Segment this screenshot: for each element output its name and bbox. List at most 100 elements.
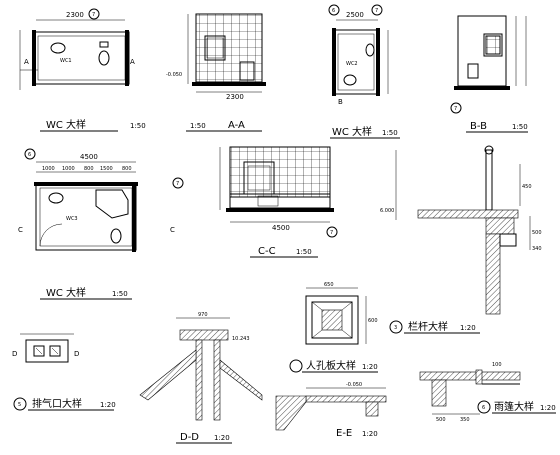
wc2-room-label: WC2: [346, 61, 358, 67]
wc3-scale: 1:50: [112, 290, 128, 298]
rail-wall: [485, 233, 501, 315]
dd-level: 10.243: [232, 336, 250, 342]
bb-axis-bubble: [450, 102, 462, 114]
wc2-axis-label-a: 6: [332, 8, 335, 14]
wc2-section-tag: B: [338, 98, 343, 106]
wc2-axis-bubble-b: [371, 4, 383, 16]
wc3-title: WC 大样: [46, 286, 86, 299]
wc2-plan: 2500 WC2 6 7 B WC 大样 1:50: [328, 4, 400, 139]
rail-dim-2: 500: [532, 230, 542, 236]
rail-detail-num: 3: [394, 325, 397, 331]
rail-scale: 1:20: [460, 324, 476, 332]
section-cc: 4500 7 C-C 1:50: [219, 146, 338, 258]
cc-axis-bubble: [326, 226, 338, 238]
wc1-dim-top: 2300: [66, 11, 84, 19]
wc2-title: WC 大样: [332, 125, 372, 138]
ee-title: E-E: [336, 428, 352, 439]
wc3-axis-bubble-b: [172, 177, 184, 189]
manhole-detail: 650 600 人孔板大样 1:20: [289, 282, 378, 373]
eave-detail: 500 350 100 6 雨篷大样 1:20: [419, 362, 556, 423]
rail-slab: [417, 209, 519, 219]
aa-scale: 1:50: [190, 122, 206, 130]
eave-slab: [419, 371, 521, 381]
wc2-dim-top: 2500: [346, 11, 364, 19]
wc3-dim-5: 800: [122, 166, 132, 172]
wc3-shower-tray: [95, 189, 129, 219]
wc2-toilet: [365, 43, 375, 57]
bb-axis-label: 7: [454, 106, 457, 112]
dd-title: D-D: [180, 432, 199, 443]
ee-level: -0.050: [346, 382, 362, 388]
rail-dim-1: 450: [522, 184, 532, 190]
wc2-axis-bubble-a: [328, 4, 340, 16]
wc3-section-tag: C: [18, 226, 23, 234]
section-aa: 2300 -0.050 A-A 1:50: [166, 13, 266, 132]
eave-dim-2: 350: [460, 417, 470, 423]
rail-title: 栏杆大样: [408, 320, 448, 333]
wc3-room-label: WC3: [66, 216, 78, 222]
cc-title: C-C: [258, 246, 276, 257]
wc2-axis-label-b: 7: [375, 8, 378, 14]
wc3-axis-label-a: 6: [28, 152, 31, 158]
eave-detail-num: 6: [482, 405, 485, 411]
cc-axis-label: 7: [330, 230, 333, 236]
ee-scale: 1:20: [362, 430, 378, 438]
eave-title: 雨篷大样: [494, 400, 534, 413]
rail-dim-3: 340: [532, 246, 542, 252]
vent-detail-bubble: [13, 397, 27, 411]
wc3-dim-4: 1500: [100, 166, 113, 172]
vent-detail: D D 5 排气口大样 1:20: [12, 333, 116, 411]
aa-title: A-A: [228, 120, 245, 131]
railing-detail: 450 500 340 6.000 3 栏杆大样 1:20: [380, 145, 542, 334]
aa-level: -0.050: [166, 72, 182, 78]
rail-level: 6.000: [380, 208, 394, 214]
vent-scale: 1:20: [100, 401, 116, 409]
section-dd: 970 10.243 D-D 1:20: [139, 312, 263, 444]
wc1-section-tag-right: A: [130, 58, 135, 66]
wc1-plan: 2300 WC1 A A 7 WC 大样 1:50: [19, 8, 146, 132]
wc2-scale: 1:50: [382, 129, 398, 137]
wc3-dim-2: 1000: [62, 166, 75, 172]
wc1-axis-bubble: [88, 8, 100, 20]
wc3-axis-label-b: 7: [176, 181, 179, 187]
manhole-dim-w: 650: [324, 282, 334, 288]
rail-detail-bubble: [389, 320, 403, 334]
wc1-basin: [50, 42, 66, 54]
cc-dim-bottom: 4500: [272, 224, 290, 232]
vent-section-tag: D: [12, 350, 17, 358]
dd-dim-top: 970: [198, 312, 208, 318]
eave-scale: 1:20: [540, 404, 556, 412]
eave-detail-bubble: [477, 400, 491, 414]
manhole-title: 人孔板大样: [306, 359, 356, 372]
wc3-dim-1: 1000: [42, 166, 55, 172]
wc1-toilet: [98, 50, 110, 66]
section-bb: 7 B-B 1:50: [450, 15, 528, 133]
wc1-room-label: WC1: [60, 58, 72, 64]
wc2-basin: [343, 74, 357, 86]
section-ee: -0.050 E-E 1:20: [275, 382, 387, 439]
wc3-basin: [48, 192, 64, 204]
manhole-dim-h: 600: [368, 318, 378, 324]
wc3-toilet: [110, 228, 122, 244]
aa-dim-bottom: 2300: [226, 93, 244, 101]
eave-dim-1: 500: [436, 417, 446, 423]
dd-scale: 1:20: [214, 434, 230, 442]
wc3-section-tag-right: C: [170, 226, 175, 234]
vent-detail-num: 5: [18, 402, 21, 408]
vent-section-tag-right: D: [74, 350, 79, 358]
wc1-axis-label: 7: [92, 12, 95, 18]
wc1-scale: 1:50: [130, 122, 146, 130]
cc-scale: 1:50: [296, 248, 312, 256]
wc3-axis-bubble-a: [24, 148, 36, 160]
vent-title: 排气口大样: [32, 397, 82, 410]
wc3-plan: 1000 1000 800 1500 800 4500 WC3 6 7 C C …: [18, 148, 184, 300]
bb-title: B-B: [470, 121, 487, 132]
wc3-dim-3: 800: [84, 166, 94, 172]
manhole-detail-bubble: [289, 359, 303, 373]
eave-dim-3: 100: [492, 362, 502, 368]
wc1-title: WC 大样: [46, 118, 86, 131]
wc3-dim-total: 4500: [80, 153, 98, 161]
manhole-scale: 1:20: [362, 363, 378, 371]
bb-scale: 1:50: [512, 123, 528, 131]
